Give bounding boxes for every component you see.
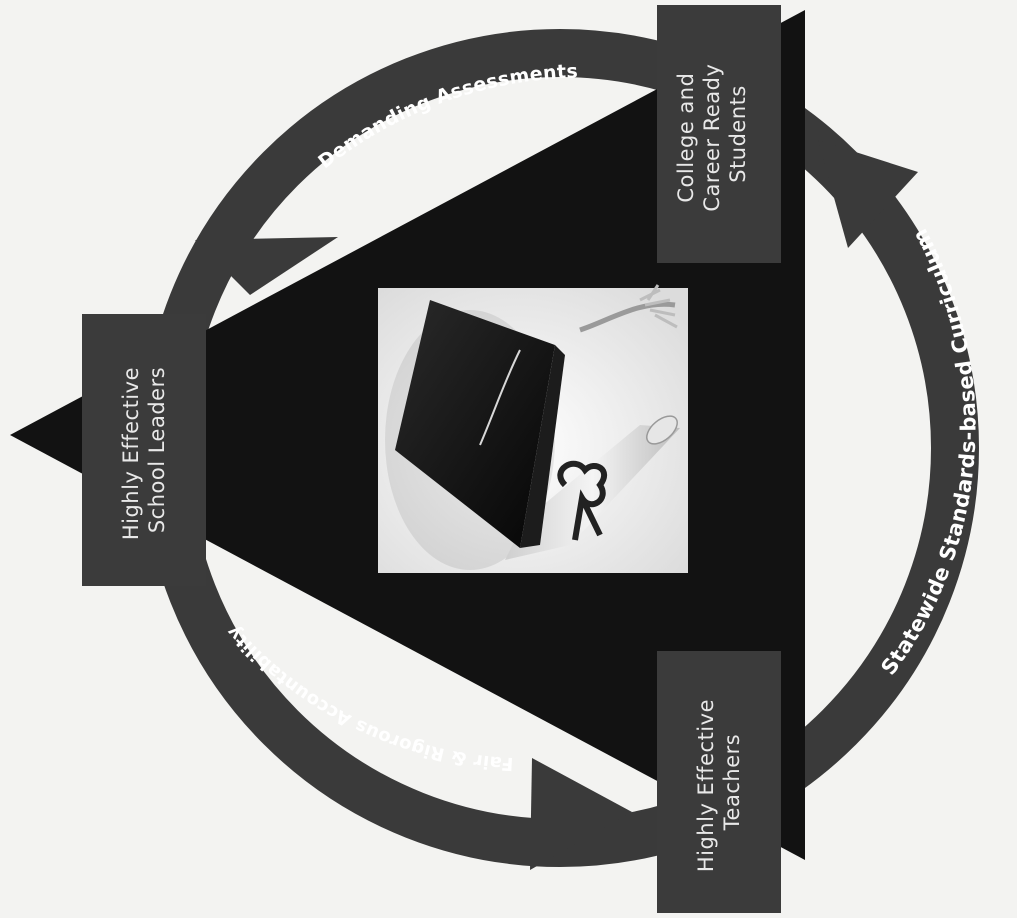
leaders-line-1: Highly Effective (119, 367, 143, 540)
node-leaders: Highly Effective School Leaders (82, 314, 206, 586)
students-line-3: Students (726, 85, 750, 183)
students-line-2: Career Ready (700, 64, 724, 212)
teachers-line-1: Highly Effective (694, 699, 718, 872)
teachers-box (657, 651, 781, 913)
node-teachers: Highly Effective Teachers (657, 651, 781, 913)
node-students: College and Career Ready Students (657, 5, 781, 263)
leaders-line-2: School Leaders (145, 367, 169, 533)
graduation-photo (378, 285, 688, 573)
teachers-line-2: Teachers (720, 734, 744, 831)
students-line-1: College and (674, 73, 698, 203)
leaders-box (82, 314, 206, 586)
